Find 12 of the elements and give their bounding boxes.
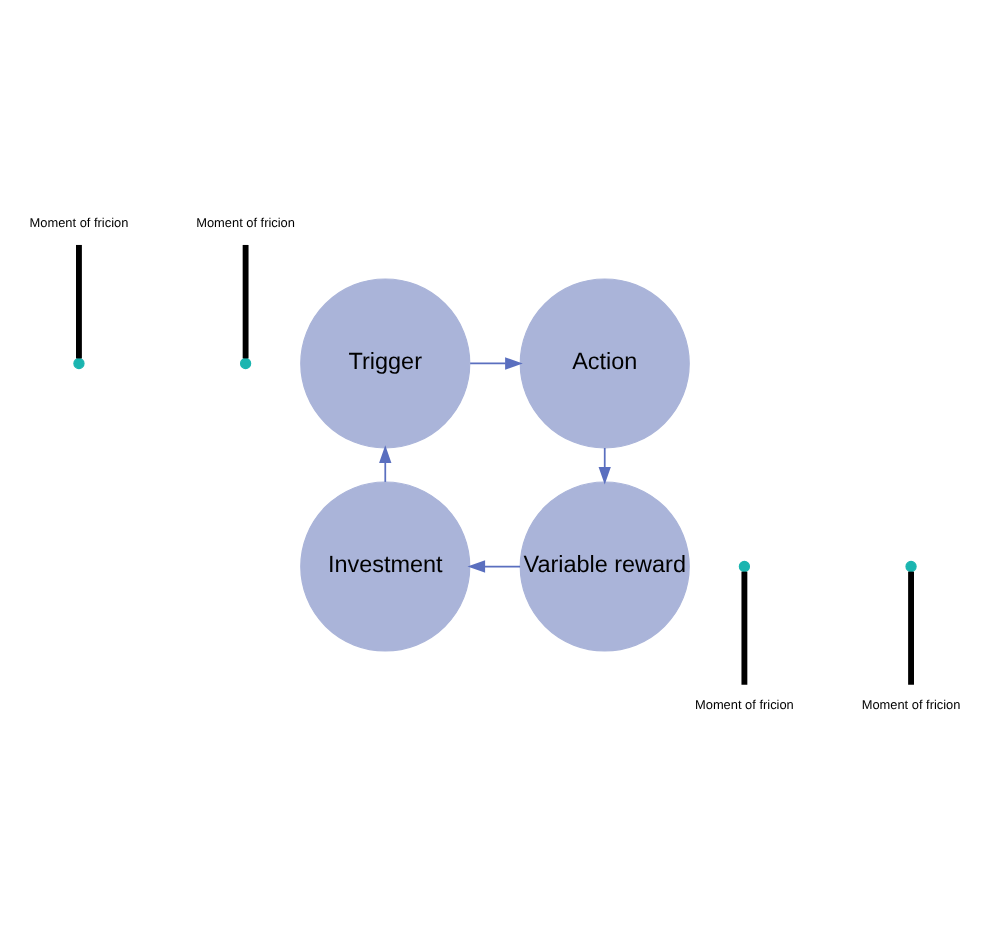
arrow [469,356,523,369]
connector [741,570,748,684]
arrow [379,444,392,482]
node-circle: Investment [300,480,471,651]
node-circle: Action [519,277,690,448]
connector [242,243,249,358]
connector [908,570,914,684]
node-circle: Trigger [300,277,471,448]
arrow [598,446,611,484]
node-circle: Variable reward [519,480,690,651]
arrow [467,559,521,572]
connector [76,243,82,358]
